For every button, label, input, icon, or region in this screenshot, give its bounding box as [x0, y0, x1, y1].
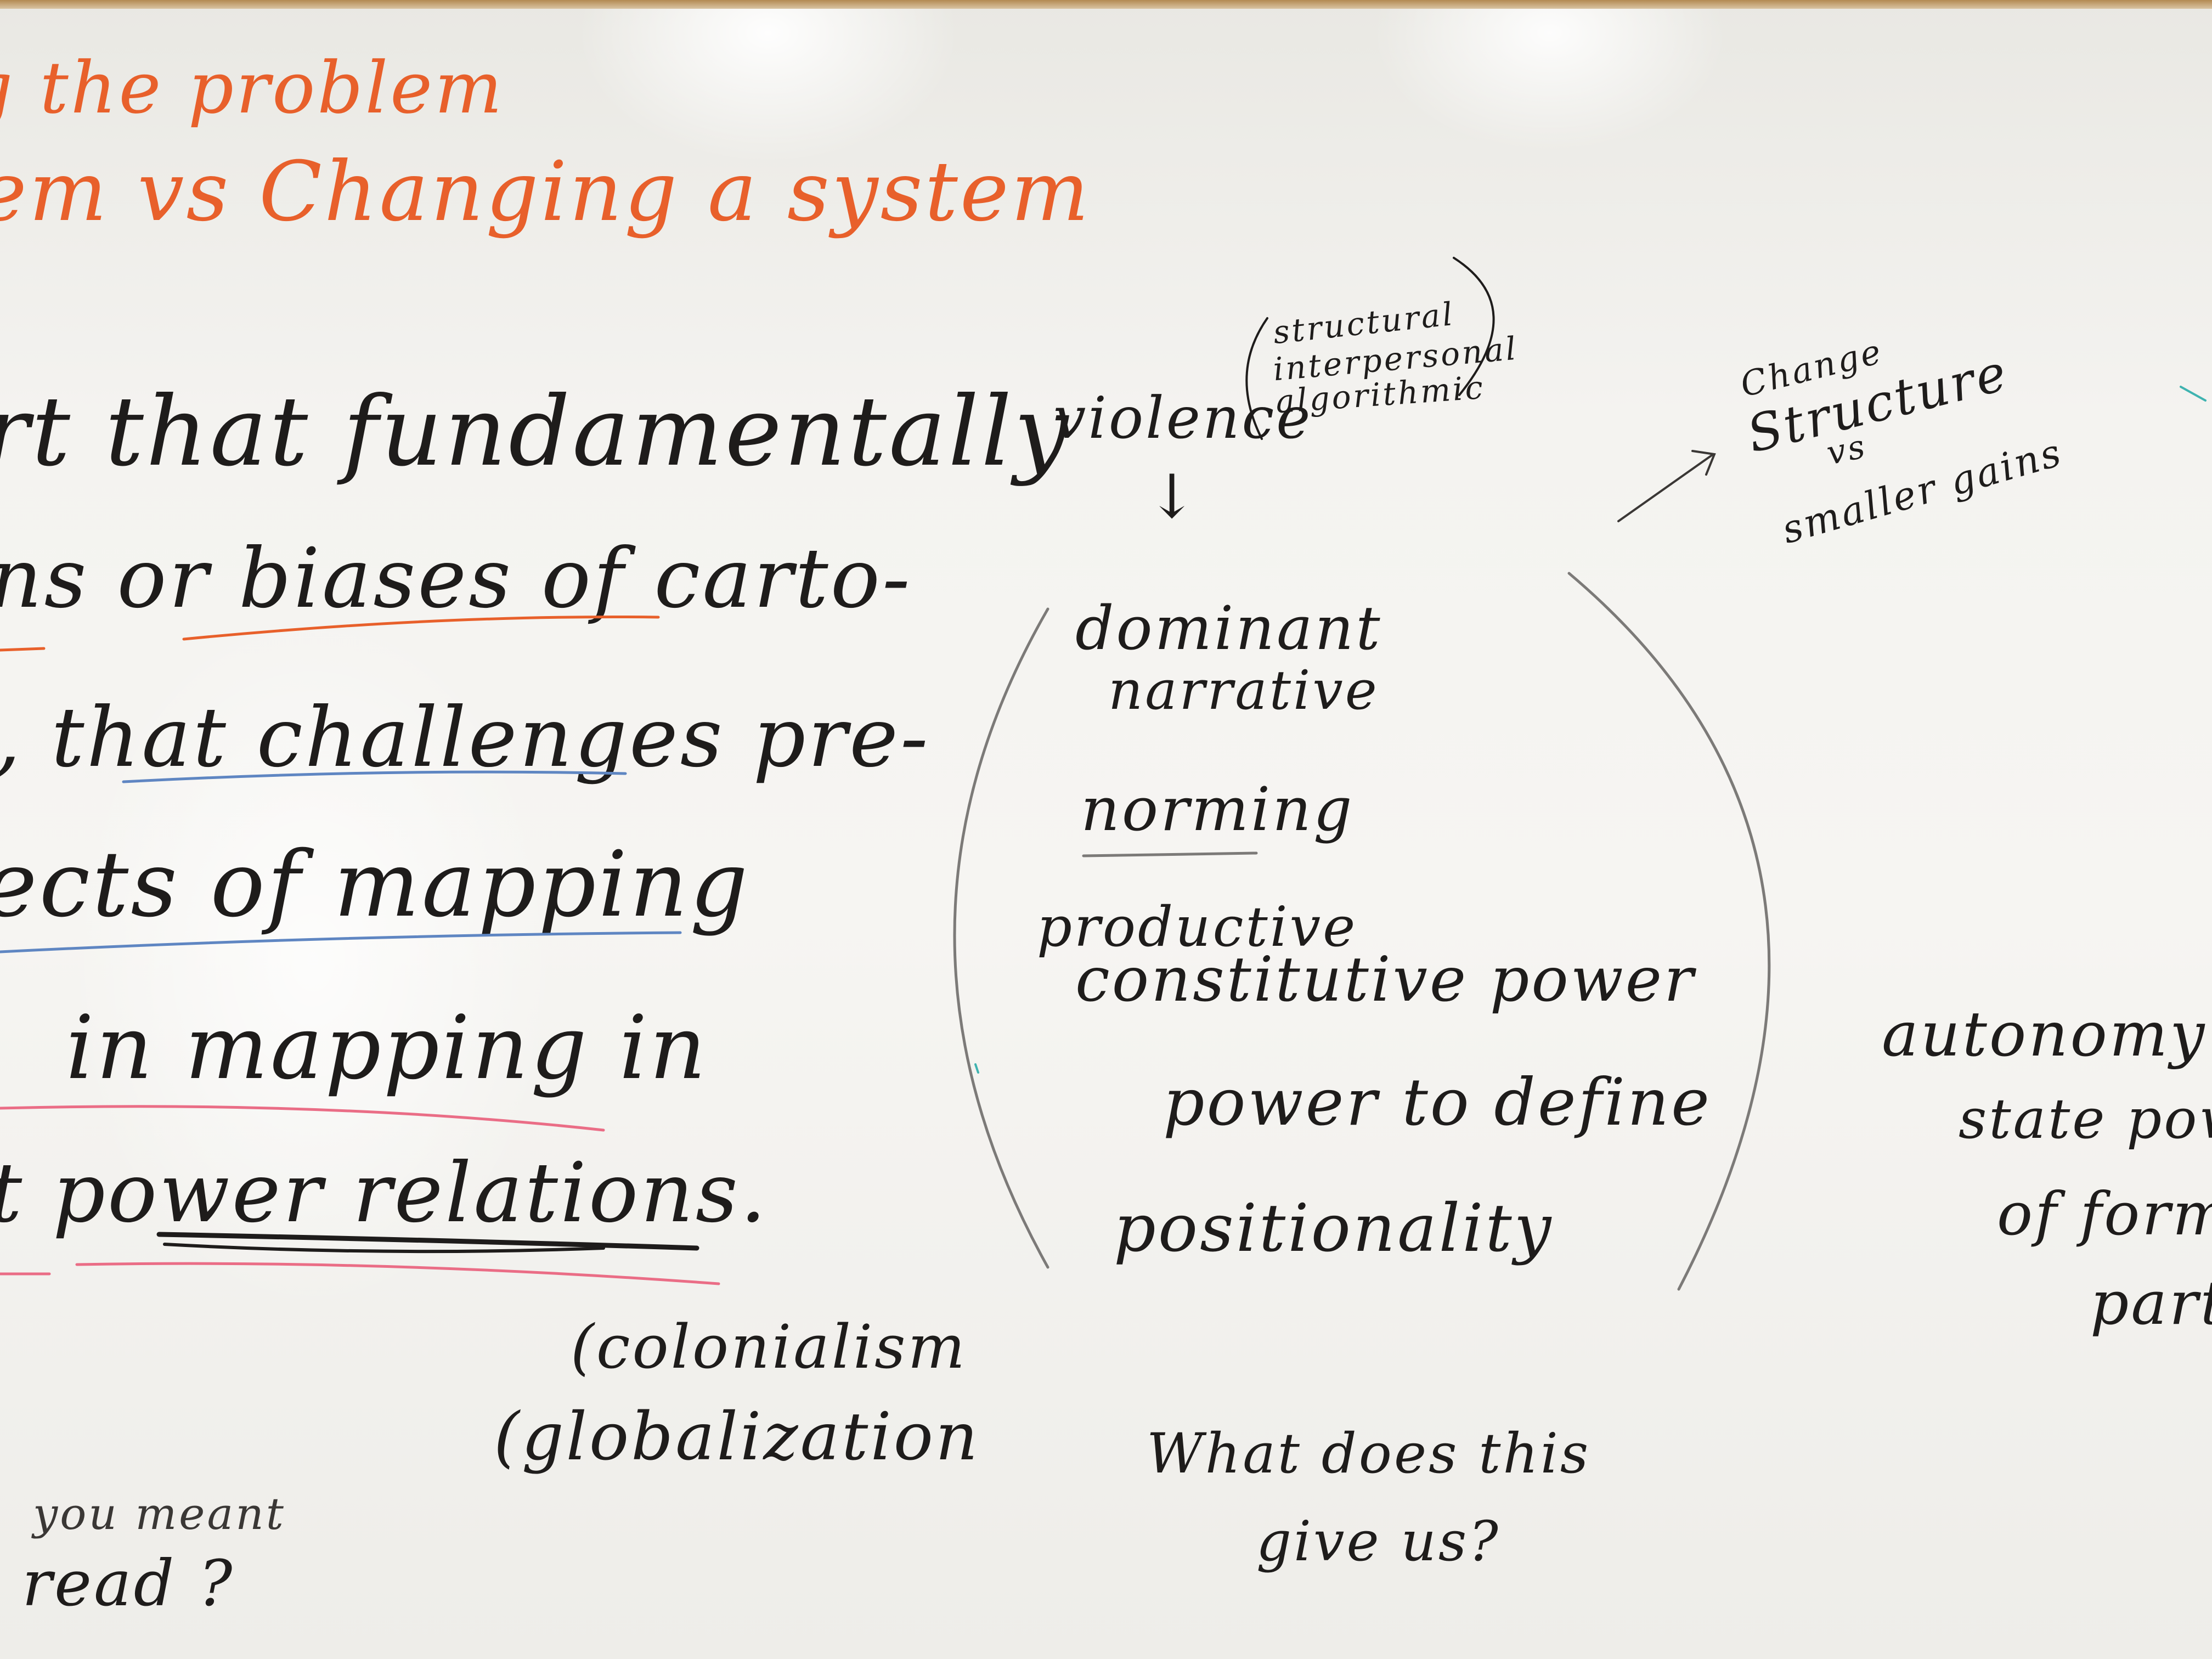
violence-label: violence [1053, 385, 1313, 452]
red-underline-in-mapping [0, 1105, 605, 1132]
left-bracket [953, 607, 1049, 1269]
margin-note-line-1: you meant [33, 1488, 286, 1539]
left-line-2: ns or biases of carto- [0, 531, 912, 627]
orange-underline-biases [182, 616, 660, 641]
left-line-3: , that challenges pre- [0, 690, 930, 786]
list-item-productive: productive [1037, 895, 1358, 959]
of-formal-label: of formal [1997, 1180, 2212, 1249]
grey-underline-norming [1082, 851, 1258, 857]
orange-heading-line-2: em vs Changing a system [0, 144, 1091, 240]
left-line-4: ects of mapping [0, 832, 751, 937]
globalization-note: (globalization [494, 1399, 980, 1475]
board-frame-top [0, 0, 2212, 9]
list-item-norming: norming [1081, 774, 1355, 844]
violence-types-open-paren [1245, 317, 1268, 440]
arrow-to-change-structure [1617, 454, 1713, 522]
left-line-5: in mapping in [66, 996, 708, 1099]
autonomy-label: autonomy - [1882, 999, 2212, 1070]
teal-stray-mark-2 [974, 1063, 979, 1074]
left-line-1: rt that fundamentally [0, 376, 1071, 488]
black-underline-power-relations-1 [156, 1232, 699, 1251]
arrow-down-icon: ↓ [1147, 461, 1200, 532]
list-item-power-to-define: power to define [1163, 1064, 1712, 1140]
left-line-6: t power relations. [0, 1146, 769, 1241]
violence-types-close-paren [1453, 257, 1495, 396]
colonialism-note: (colonialism [571, 1312, 967, 1382]
parti-label: parti [2090, 1268, 2212, 1338]
black-underline-power-relations-2 [163, 1243, 605, 1254]
teal-stray-mark-1 [2180, 386, 2207, 402]
right-bracket [1567, 572, 1771, 1291]
margin-note-line-2: read ? [22, 1547, 235, 1621]
list-item-positionality: positionality [1114, 1190, 1554, 1267]
state-power-label: state pow [1959, 1087, 2212, 1151]
red-underline-power-relations [75, 1262, 720, 1285]
arrow-to-change-structure-head [1691, 450, 1716, 476]
orange-heading-line-1: g the problem [0, 46, 505, 129]
blue-underline-mapping [0, 931, 682, 953]
question-line-1: What does this [1147, 1421, 1591, 1486]
list-item-dominant: dominant [1075, 593, 1383, 663]
blue-underline-challenges [122, 770, 627, 783]
question-line-2: give us? [1256, 1509, 1500, 1573]
list-item-constitutive-power: constitutive power [1075, 944, 1696, 1015]
orange-underline-left-edge [0, 647, 46, 652]
list-item-narrative: narrative [1108, 659, 1379, 722]
